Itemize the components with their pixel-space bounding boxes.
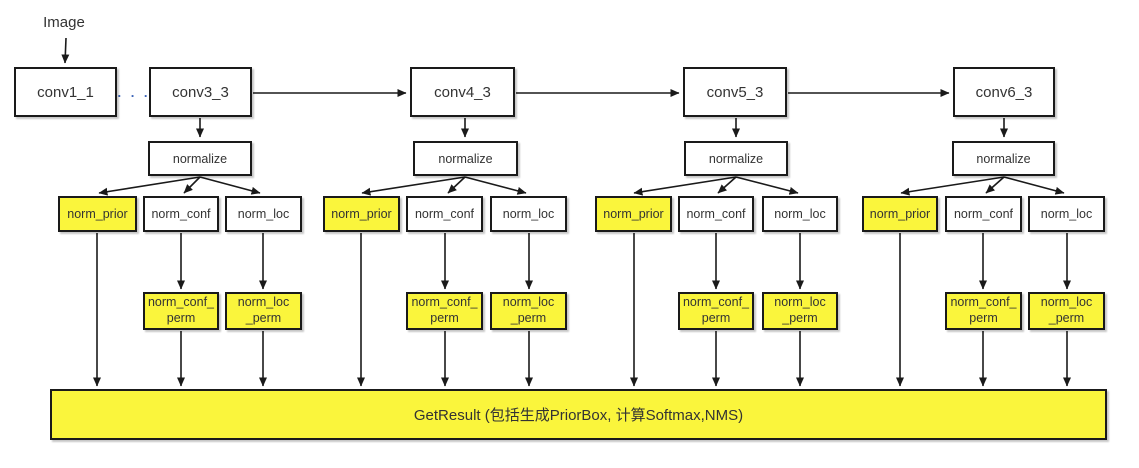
node-label: conv5_3 [706,83,764,101]
node-label: conv4_3 [434,83,491,101]
node-norm_loc-2: norm_loc [490,196,567,232]
node-label: norm_prior [603,207,664,221]
node-label: norm_conf_ perm [682,295,749,325]
node-image-label: Image [36,10,92,34]
edge-arrow-9 [183,176,201,194]
node-label: norm_prior [67,207,128,221]
node-label: norm_conf [151,207,211,221]
node-label: Image [43,13,85,31]
edge-arrow-10 [199,176,261,195]
edge-arrow-12 [447,176,466,194]
node-norm_conf_perm-3: norm_conf_ perm [678,292,754,330]
node-label: norm_conf_ perm [950,295,1017,325]
edge-arrow-11 [361,176,466,196]
node-label: norm_loc _perm [774,295,826,325]
node-label: conv3_3 [172,83,229,101]
edge-arrow-8 [98,176,201,196]
node-label: conv6_3 [975,83,1033,101]
node-norm_conf_perm-4: norm_conf_ perm [945,292,1022,330]
node-label: norm_loc [774,207,826,221]
node-norm_loc-3: norm_loc [762,196,838,232]
node-norm_conf_perm-2: norm_conf_ perm [406,292,483,330]
node-label: norm_loc [502,207,555,221]
node-ellipsis-dots: . . . [116,82,152,102]
node-label: norm_conf [953,207,1014,221]
node-conv1_1: conv1_1 [14,67,117,117]
node-label: normalize [708,151,764,166]
node-label: norm_conf [414,207,475,221]
node-label: norm_loc _perm [502,295,555,325]
node-norm_loc_perm-4: norm_loc _perm [1028,292,1105,330]
edge-arrow-19 [1003,176,1065,195]
node-norm_prior-2: norm_prior [323,196,400,232]
edge-arrow-14 [633,176,737,196]
node-norm_conf_perm-1: norm_conf_ perm [143,292,219,330]
edge-arrow-18 [985,176,1005,194]
node-norm_conf-1: norm_conf [143,196,219,232]
node-conv6_3: conv6_3 [953,67,1055,117]
node-label: . . . [117,84,151,100]
edge-arrow-15 [717,176,737,194]
node-label: normalize [976,151,1031,166]
node-norm_loc_perm-3: norm_loc _perm [762,292,838,330]
node-label: normalize [172,151,228,166]
node-normalize-2: normalize [413,141,518,176]
node-label: GetResult (包括生成PriorBox, 计算Softmax,NMS) [413,407,744,424]
node-label: norm_loc _perm [1040,295,1093,325]
node-label: norm_conf_ perm [147,295,214,325]
node-label: norm_conf_ perm [411,295,478,325]
node-label: norm_prior [331,207,392,221]
node-label: normalize [438,151,493,166]
node-normalize-3: normalize [684,141,788,176]
node-label: norm_prior [869,207,931,221]
node-norm_prior-3: norm_prior [595,196,672,232]
node-normalize-1: normalize [148,141,252,176]
node-norm_loc_perm-2: norm_loc _perm [490,292,567,330]
node-getresult: GetResult (包括生成PriorBox, 计算Softmax,NMS) [50,389,1107,440]
node-norm_prior-1: norm_prior [58,196,137,232]
node-normalize-4: normalize [952,141,1055,176]
node-label: norm_conf [686,207,746,221]
node-norm_loc_perm-1: norm_loc _perm [225,292,302,330]
node-norm_conf-4: norm_conf [945,196,1022,232]
node-conv5_3: conv5_3 [683,67,787,117]
edge-arrow-16 [735,176,799,195]
node-norm_conf-2: norm_conf [406,196,483,232]
node-label: norm_loc _perm [237,295,290,325]
node-norm_conf-3: norm_conf [678,196,754,232]
edge-arrow-0 [61,37,70,64]
edge-arrow-17 [900,176,1005,196]
node-norm_loc-4: norm_loc [1028,196,1105,232]
node-conv4_3: conv4_3 [410,67,515,117]
edge-arrow-13 [464,176,527,195]
node-conv3_3: conv3_3 [149,67,252,117]
node-norm_prior-4: norm_prior [862,196,938,232]
node-label: conv1_1 [37,83,94,101]
node-label: norm_loc [1040,207,1093,221]
node-label: norm_loc [237,207,290,221]
node-norm_loc-1: norm_loc [225,196,302,232]
